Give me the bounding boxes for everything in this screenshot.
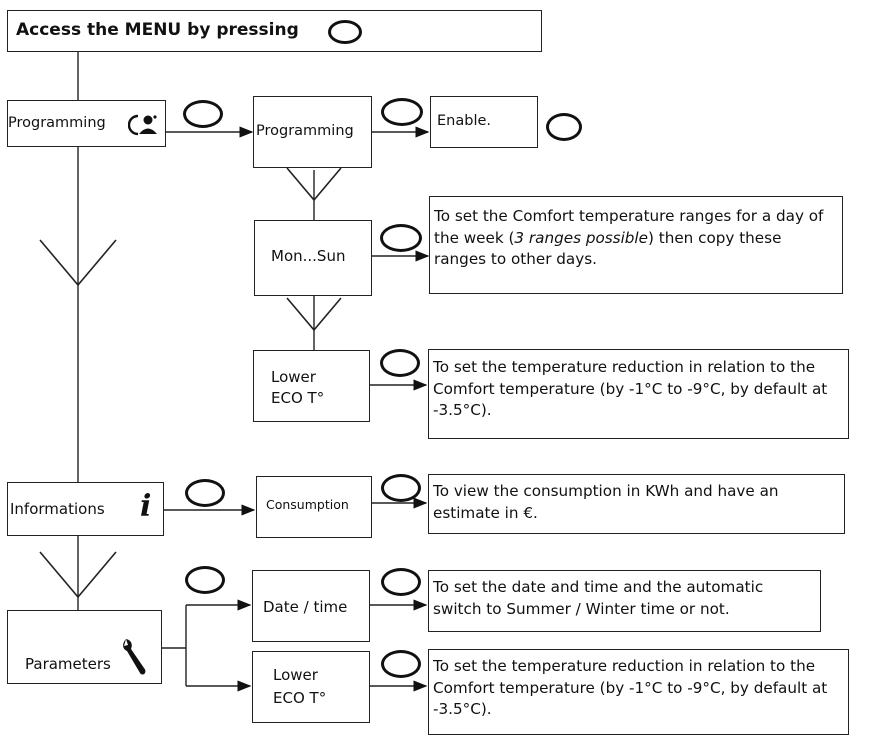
- consumption-description-text: To view the consumption in KWh and have …: [433, 482, 779, 522]
- parameters-label: Parameters: [25, 655, 111, 673]
- ok-button-icon[interactable]: [185, 566, 225, 594]
- ok-button-icon[interactable]: [185, 479, 225, 507]
- clock-person-icon: [127, 113, 162, 141]
- programming-box[interactable]: Programming: [7, 100, 166, 147]
- date-time-label: Date / time: [263, 598, 348, 616]
- chevron-down-icon: [39, 551, 117, 599]
- ok-button-icon[interactable]: [380, 349, 420, 377]
- lower-eco-param-line2: ECO T°: [273, 689, 327, 707]
- ok-button-icon[interactable]: [381, 568, 421, 596]
- programming-sub-label: Programming: [256, 123, 354, 139]
- programming-label: Programming: [8, 115, 106, 131]
- mon-sun-description-text: To set the Comfort temperature ranges fo…: [434, 207, 824, 269]
- date-time-description-text: To set the date and time and the automat…: [433, 578, 764, 618]
- lower-eco-param-line1: Lower: [273, 666, 318, 684]
- ok-button-icon[interactable]: [381, 98, 423, 126]
- ok-button-icon[interactable]: [380, 224, 422, 252]
- info-icon: i: [140, 489, 152, 524]
- lower-eco-line1: Lower: [271, 368, 316, 386]
- consumption-description: To view the consumption in KWh and have …: [428, 474, 845, 534]
- lower-eco-description: To set the temperature reduction in rela…: [428, 349, 849, 439]
- informations-box[interactable]: Informations i: [7, 482, 164, 536]
- wrench-icon: [120, 637, 148, 681]
- lower-eco-box[interactable]: Lower ECO T°: [253, 350, 370, 422]
- date-time-description: To set the date and time and the automat…: [428, 570, 821, 632]
- chevron-down-icon: [39, 239, 117, 287]
- lower-eco-param-description-text: To set the temperature reduction in rela…: [433, 657, 828, 719]
- lower-eco-description-text: To set the temperature reduction in rela…: [433, 358, 828, 420]
- ok-button-icon: [328, 20, 362, 44]
- parameters-box[interactable]: Parameters: [7, 610, 162, 684]
- programming-sub-box[interactable]: Programming: [253, 96, 372, 168]
- ok-button-icon[interactable]: [183, 100, 223, 128]
- menu-title-box: Access the MENU by pressing: [7, 10, 542, 52]
- ok-button-icon[interactable]: [381, 650, 421, 678]
- informations-label: Informations: [10, 500, 105, 518]
- consumption-box[interactable]: Consumption: [256, 476, 372, 538]
- ok-button-icon[interactable]: [381, 474, 421, 502]
- lower-eco-param-box[interactable]: Lower ECO T°: [252, 651, 370, 723]
- ok-button-icon[interactable]: [546, 113, 582, 141]
- mon-sun-label: Mon...Sun: [271, 247, 346, 265]
- lower-eco-line2: ECO T°: [271, 389, 325, 407]
- lower-eco-param-description: To set the temperature reduction in rela…: [428, 649, 849, 735]
- consumption-label: Consumption: [266, 497, 349, 512]
- date-time-box[interactable]: Date / time: [252, 570, 370, 642]
- mon-sun-box[interactable]: Mon...Sun: [254, 220, 372, 296]
- enable-box[interactable]: Enable.: [430, 96, 538, 148]
- menu-title: Access the MENU by pressing: [16, 20, 299, 40]
- enable-label: Enable.: [437, 113, 491, 129]
- mon-sun-description: To set the Comfort temperature ranges fo…: [429, 196, 843, 294]
